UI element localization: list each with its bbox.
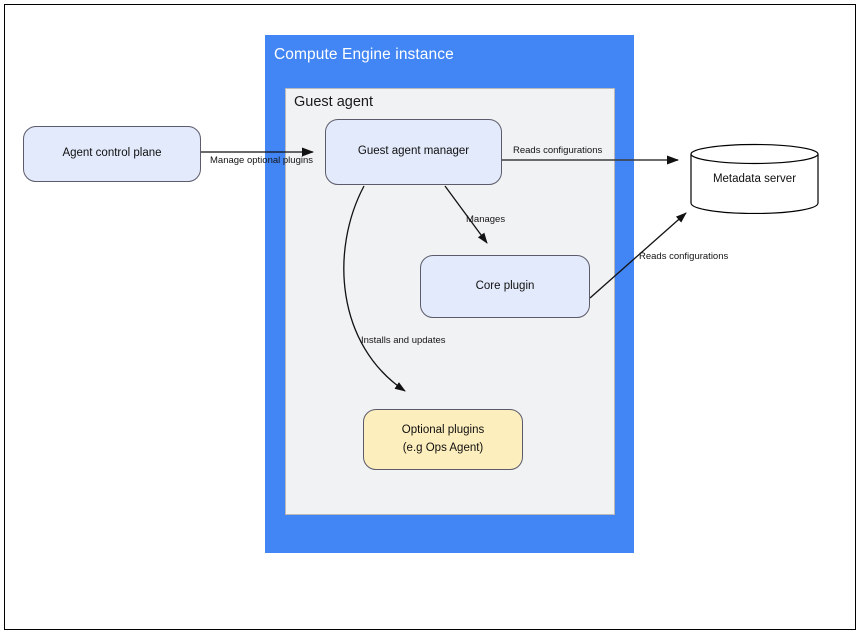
node-metadata-server[interactable]: Metadata server [690, 143, 819, 214]
page-border [4, 4, 856, 630]
node-optional-plugins-label-line1: Optional plugins [401, 423, 485, 436]
node-guest-agent-manager-label: Guest agent manager [357, 145, 470, 158]
node-core-plugin-label: Core plugin [475, 279, 535, 292]
node-optional-plugins[interactable]: Optional plugins (e.g Ops Agent) [363, 409, 523, 470]
edge-label-manages: Manages [466, 214, 506, 225]
node-metadata-server-label: Metadata server [712, 172, 797, 185]
database-cylinder-icon [690, 143, 819, 214]
node-core-plugin[interactable]: Core plugin [420, 255, 590, 318]
node-agent-control-plane-label: Agent control plane [62, 147, 162, 160]
edge-label-reads-configurations-manager: Reads configurations [513, 145, 603, 156]
compute-engine-instance-label: Compute Engine instance [274, 46, 454, 63]
edge-label-reads-configurations-core: Reads configurations [639, 251, 729, 262]
node-guest-agent-manager[interactable]: Guest agent manager [325, 119, 502, 185]
node-agent-control-plane[interactable]: Agent control plane [23, 126, 201, 182]
edge-label-installs-and-updates: Installs and updates [361, 335, 446, 346]
edge-label-manage-optional-plugins: Manage optional plugins [210, 155, 313, 166]
guest-agent-label: Guest agent [294, 94, 373, 110]
node-optional-plugins-label-line2: (e.g Ops Agent) [402, 441, 484, 454]
